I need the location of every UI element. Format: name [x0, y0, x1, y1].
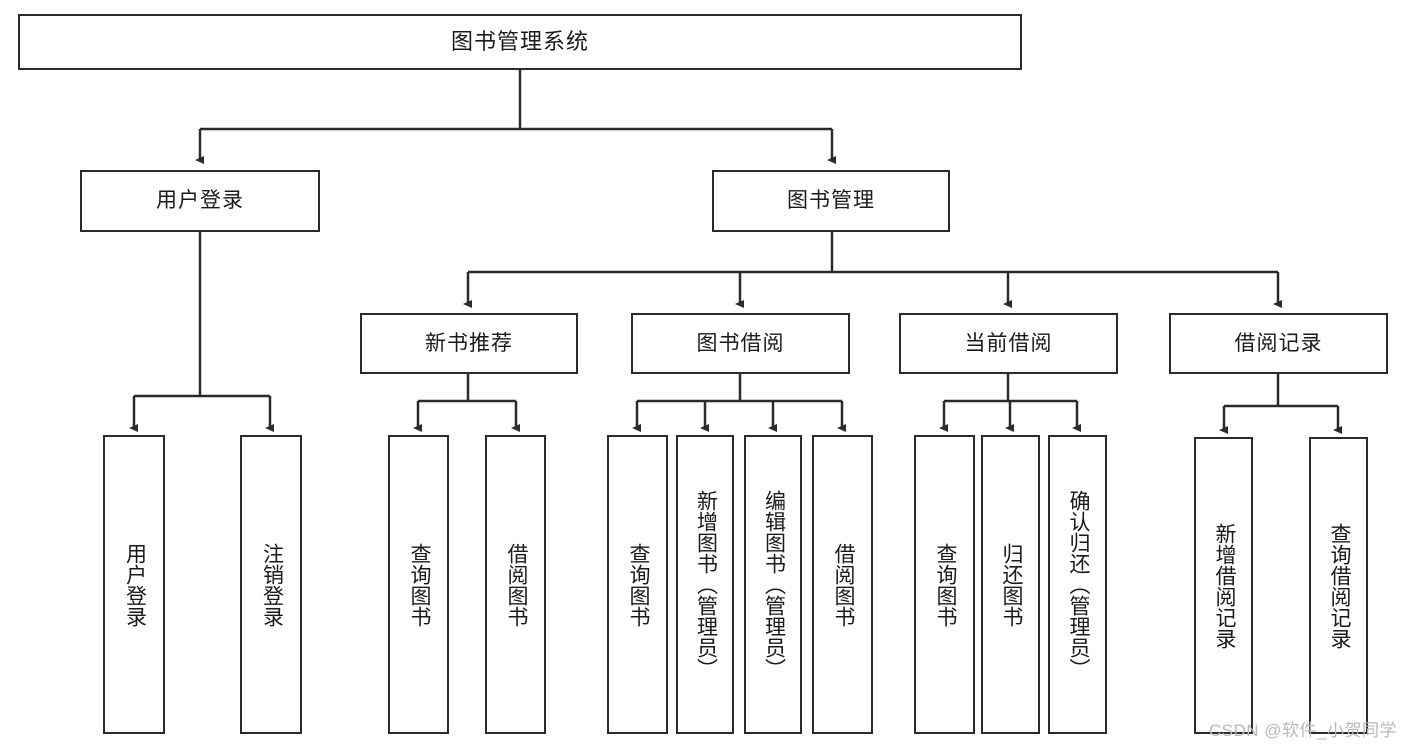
node-label: 新书推荐: [425, 331, 513, 355]
node-root-book-management-system[interactable]: 图书管理系统: [18, 14, 1022, 70]
node-label: 归还图书: [999, 542, 1023, 627]
node-label: 借阅记录: [1234, 331, 1323, 355]
leaf-user-login-login[interactable]: 用户登录: [103, 435, 165, 734]
node-label: 借阅图书: [831, 542, 855, 627]
node-label: 当前借阅: [964, 331, 1053, 355]
leaf-book-borrow-borrow-book[interactable]: 借阅图书: [812, 435, 873, 734]
node-label: 图书借阅: [696, 331, 785, 355]
node-label: 用户登录: [123, 542, 147, 627]
node-label: 图书管理: [787, 189, 875, 213]
node-label: 用户登录: [156, 189, 244, 213]
leaf-borrow-record-query-record[interactable]: 查询借阅记录: [1309, 437, 1368, 734]
leaf-book-borrow-add-book-admin[interactable]: 新增图书（管理员）: [676, 435, 734, 734]
leaf-user-login-logout[interactable]: 注销登录: [240, 435, 302, 734]
csdn-watermark: CSDN @软件_小贺同学: [1208, 721, 1397, 740]
node-book-management[interactable]: 图书管理: [712, 170, 950, 232]
node-borrow-record[interactable]: 借阅记录: [1169, 313, 1388, 374]
leaf-new-book-query-book[interactable]: 查询图书: [388, 435, 449, 734]
leaf-new-book-borrow-book[interactable]: 借阅图书: [485, 435, 546, 734]
node-label: 新增图书（管理员）: [694, 490, 718, 679]
node-book-borrow[interactable]: 图书借阅: [631, 313, 850, 374]
leaf-current-borrow-query-book[interactable]: 查询图书: [914, 435, 975, 734]
leaf-borrow-record-add-record[interactable]: 新增借阅记录: [1194, 437, 1253, 734]
node-label: 编辑图书（管理员）: [762, 490, 786, 679]
node-current-borrow[interactable]: 当前借阅: [899, 313, 1118, 374]
leaf-current-borrow-confirm-return-admin[interactable]: 确认归还（管理员）: [1048, 435, 1107, 734]
node-label: 查询图书: [933, 542, 957, 627]
node-label: 图书管理系统: [450, 28, 589, 54]
node-label: 查询图书: [626, 542, 650, 627]
node-label: 新增借阅记录: [1212, 522, 1236, 649]
node-new-book-recommend[interactable]: 新书推荐: [360, 313, 578, 374]
leaf-book-borrow-edit-book-admin[interactable]: 编辑图书（管理员）: [744, 435, 802, 734]
node-label: 查询图书: [407, 542, 431, 627]
leaf-book-borrow-query-book[interactable]: 查询图书: [607, 435, 668, 734]
node-label: 注销登录: [260, 542, 284, 627]
node-label: 查询借阅记录: [1327, 522, 1351, 649]
node-label: 借阅图书: [504, 542, 528, 627]
leaf-current-borrow-return-book[interactable]: 归还图书: [981, 435, 1040, 734]
node-user-login[interactable]: 用户登录: [80, 170, 320, 232]
node-label: 确认归还（管理员）: [1066, 490, 1090, 679]
